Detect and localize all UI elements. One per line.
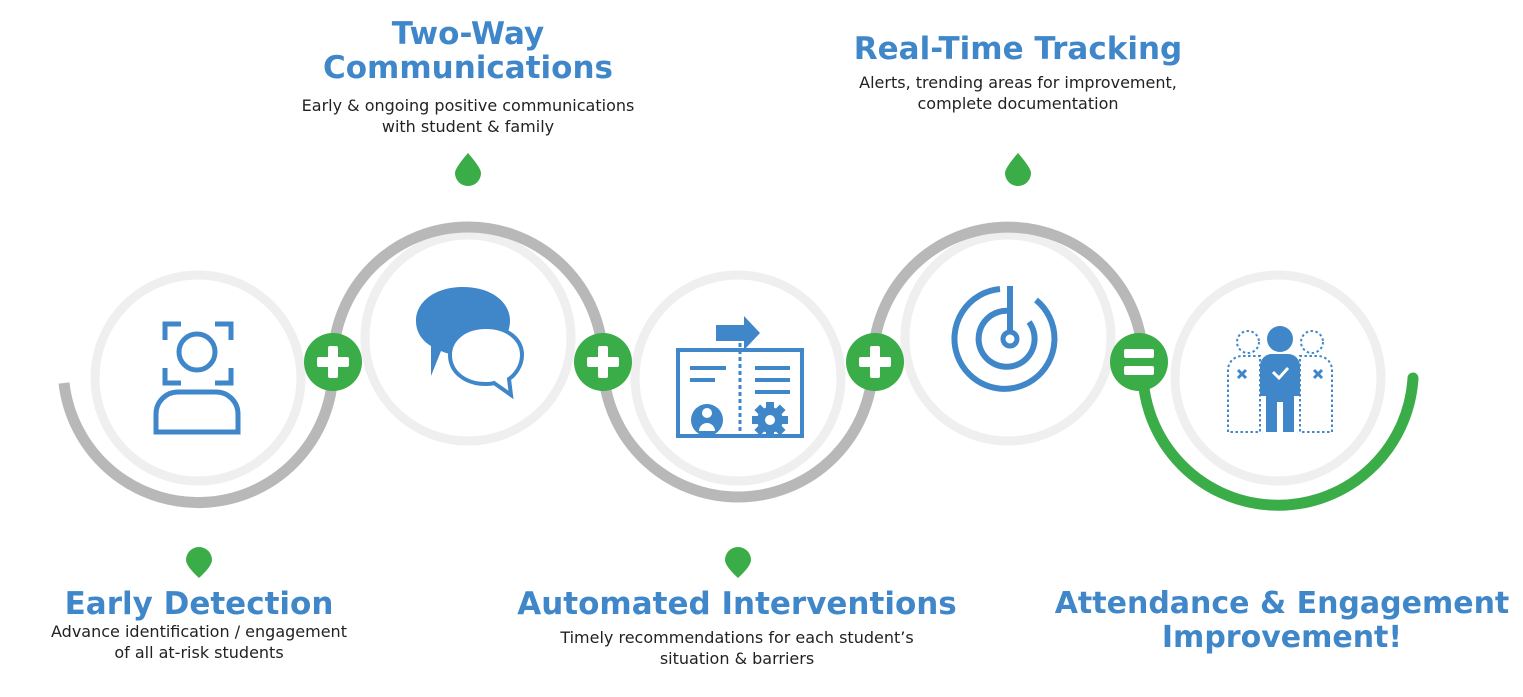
pin-top-tracking — [1005, 153, 1031, 186]
step-title: Communications — [323, 50, 613, 86]
inner-ring-two-way — [360, 230, 576, 446]
step-description: situation & barriers — [659, 649, 815, 668]
operator-plus-2 — [574, 333, 632, 391]
inner-ring-interventions — [630, 270, 846, 486]
pin-bottom-interventions — [725, 547, 751, 578]
step-early-detection: Early Detection Advance identification /… — [0, 587, 398, 663]
chat-bubbles-icon — [416, 287, 525, 400]
track-segment-2 — [327, 221, 609, 363]
operator-plus-3 — [846, 333, 904, 391]
inner-rings — [90, 230, 1386, 486]
step-description: of all at-risk students — [114, 643, 284, 662]
step-automated-interventions: Automated Interventions Timely recommend… — [487, 587, 987, 669]
step-description: Advance identification / engagement — [51, 622, 347, 641]
user-scan-icon — [153, 321, 241, 435]
step-description: Alerts, trending areas for improvement, — [859, 73, 1177, 92]
track-segment-4 — [867, 221, 1149, 363]
pin-top-two-way — [455, 153, 481, 186]
inner-ring-tracking — [900, 230, 1116, 446]
step-title: Automated Interventions — [517, 586, 957, 622]
step-description: with student & family — [381, 117, 555, 136]
step-title: Two-Way — [391, 16, 545, 52]
step-attendance-engagement: Attendance & Engagement Improvement! — [1043, 587, 1521, 655]
track-segment-1 — [58, 361, 339, 509]
step-title: Attendance & Engagement — [1054, 586, 1510, 621]
step-description: Early & ongoing positive communications — [301, 96, 635, 115]
pin-bottom-early-detection — [186, 547, 212, 578]
plus-icon — [587, 346, 619, 378]
pins — [186, 153, 1031, 578]
inner-ring-result — [1170, 270, 1386, 486]
operator-equals — [1110, 333, 1168, 391]
selected-person-icon — [1227, 326, 1333, 433]
step-two-way-communications: Two-Way Communications Early & ongoing p… — [268, 17, 668, 137]
step-title: Early Detection — [64, 586, 334, 622]
wave-track — [58, 221, 1149, 509]
step-title: Real-Time Tracking — [853, 31, 1183, 67]
step-real-time-tracking: Real-Time Tracking Alerts, trending area… — [818, 32, 1218, 114]
inner-ring-early-detection — [90, 270, 306, 486]
process-document-icon — [676, 316, 804, 440]
step-description: complete documentation — [917, 94, 1119, 113]
operator-plus-1 — [304, 333, 362, 391]
track-segment-result — [1137, 356, 1419, 511]
radar-icon — [951, 286, 1058, 392]
equals-icon — [1124, 349, 1154, 375]
step-title: Improvement! — [1161, 620, 1403, 655]
plus-icon — [317, 346, 349, 378]
track-segment-3 — [597, 361, 879, 503]
plus-icon — [859, 346, 891, 378]
step-description: Timely recommendations for each student’… — [560, 628, 914, 647]
